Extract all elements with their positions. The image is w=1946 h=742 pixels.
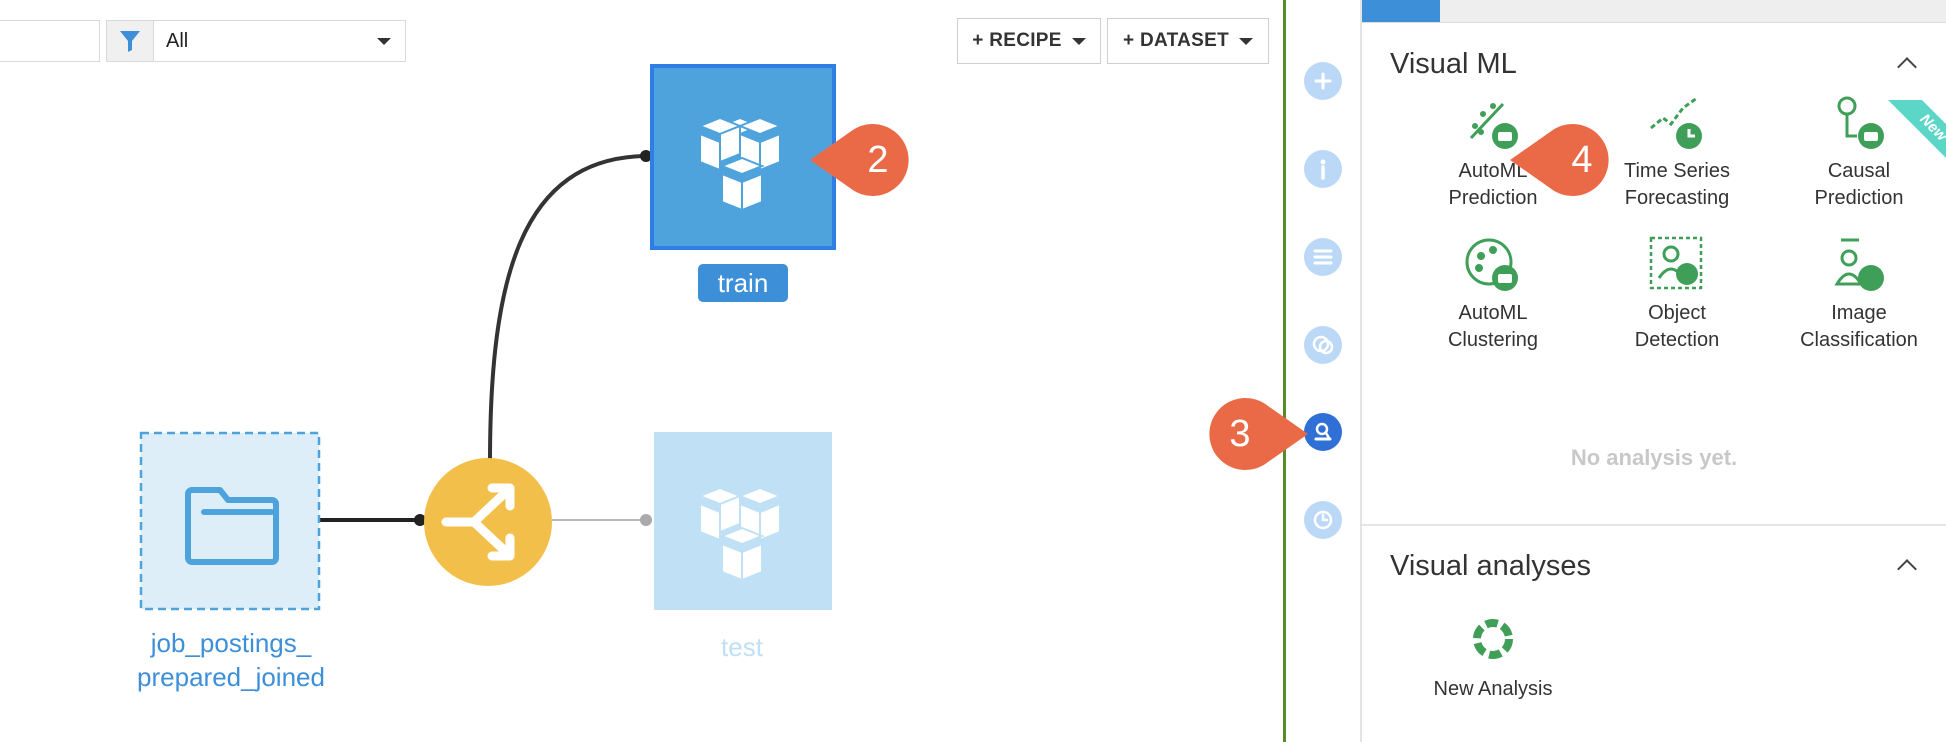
filter-icon <box>107 21 154 61</box>
ml-item-label: Prediction <box>1448 187 1538 209</box>
right-rail <box>1286 0 1360 742</box>
filter-value: All <box>166 29 189 52</box>
ml-item-label: Classification <box>1800 329 1918 351</box>
callout-3: 3 <box>1192 396 1312 477</box>
causal-prediction-icon <box>1774 90 1944 152</box>
callout-4: 4 <box>1506 122 1626 203</box>
ml-item-label: Clustering <box>1447 329 1539 351</box>
add-dataset-label: + DATASET <box>1123 30 1229 51</box>
time-series-icon <box>1592 90 1762 152</box>
panel-tab-active[interactable] <box>1362 0 1440 22</box>
flow-search-input[interactable] <box>0 20 100 62</box>
ml-item-label: Causal <box>1827 160 1891 182</box>
link-dot <box>414 514 426 526</box>
visual-ml-title: Visual ML <box>1390 48 1517 80</box>
details-button[interactable] <box>1304 150 1342 188</box>
rail-border <box>1283 0 1286 742</box>
list-icon <box>1313 249 1333 265</box>
link-split-to-train <box>488 154 647 463</box>
automl-clustering-button[interactable]: AutoML Clustering <box>1408 232 1578 354</box>
ml-item-label: Forecasting <box>1624 187 1730 209</box>
new-analysis-label: New Analysis <box>1433 678 1553 700</box>
add-recipe-label: + RECIPE <box>972 30 1062 51</box>
chat-icon <box>1312 335 1334 355</box>
automl-prediction-button[interactable]: AutoML Prediction <box>1408 90 1578 212</box>
test-label[interactable]: test <box>721 632 763 662</box>
chevron-down-icon <box>1071 37 1086 45</box>
split-icon <box>441 483 515 561</box>
split-recipe-node[interactable] <box>424 458 552 586</box>
ml-item-label: Detection <box>1634 329 1720 351</box>
test-dataset-node[interactable] <box>654 432 832 610</box>
clock-icon <box>1313 510 1333 530</box>
right-panel: Visual ML AutoML Prediction Time Series … <box>1362 0 1946 742</box>
lab-icon <box>1314 422 1332 441</box>
callout-2-number: 2 <box>867 139 888 181</box>
section-divider <box>1362 524 1946 526</box>
source-label-line1: job_postings_ <box>150 628 312 658</box>
callout-2: 2 <box>806 122 926 203</box>
no-analysis-message: No analysis yet. <box>1570 445 1738 470</box>
flow-filter-select[interactable]: All <box>106 20 406 62</box>
causal-prediction-button[interactable]: Causal Prediction <box>1774 90 1944 212</box>
new-analysis-button[interactable]: New Analysis <box>1408 614 1578 703</box>
timeline-button[interactable] <box>1304 501 1342 539</box>
add-dataset-button[interactable]: + DATASET <box>1107 18 1269 64</box>
ml-item-label: Object <box>1648 302 1706 324</box>
link-dot <box>640 514 652 526</box>
new-badge: New <box>1885 100 1946 176</box>
automl-prediction-icon <box>1408 90 1578 152</box>
new-analysis-icon <box>1408 614 1578 662</box>
folder-icon <box>185 487 279 565</box>
schema-button[interactable] <box>1304 238 1342 276</box>
automl-clustering-icon <box>1408 232 1578 294</box>
ml-item-label: Time Series <box>1624 160 1730 182</box>
flow-canvas[interactable]: All + RECIPE + DATASET job_postings_ pre… <box>0 0 1284 742</box>
image-classification-icon <box>1774 232 1944 294</box>
object-detection-icon <box>1592 232 1762 294</box>
ml-item-label: AutoML <box>1458 302 1528 324</box>
ml-item-label: AutoML <box>1458 160 1528 182</box>
chevron-down-icon <box>377 37 391 45</box>
info-icon <box>1320 159 1326 180</box>
chevron-up-icon[interactable] <box>1897 559 1917 579</box>
add-action-button[interactable] <box>1304 62 1342 100</box>
image-classification-button[interactable]: Image Classification <box>1774 232 1944 354</box>
dataset-cubes-icon <box>697 116 783 212</box>
visual-analyses-title: Visual analyses <box>1390 550 1591 582</box>
chevron-down-icon <box>1238 37 1253 45</box>
object-detection-button[interactable]: Object Detection <box>1592 232 1762 354</box>
ml-item-label: Prediction <box>1814 187 1904 209</box>
new-ribbon: New <box>1856 100 1946 190</box>
ml-item-label: Image <box>1831 302 1887 324</box>
panel-tabs <box>1362 0 1946 23</box>
source-folder-label[interactable]: job_postings_ prepared_joined <box>106 626 356 694</box>
chevron-up-icon[interactable] <box>1897 57 1917 77</box>
dataset-cubes-icon <box>697 486 783 582</box>
source-folder-node[interactable] <box>139 431 321 611</box>
plus-icon <box>1314 72 1332 90</box>
link-dot <box>640 150 652 162</box>
lab-button[interactable] <box>1304 413 1342 451</box>
add-recipe-button[interactable]: + RECIPE <box>957 18 1101 64</box>
train-label[interactable]: train <box>698 264 788 302</box>
callout-3-number: 3 <box>1229 413 1250 455</box>
time-series-forecasting-button[interactable]: Time Series Forecasting <box>1592 90 1762 212</box>
source-label-line2: prepared_joined <box>137 662 325 692</box>
discussions-button[interactable] <box>1304 326 1342 364</box>
rail-separator <box>1360 0 1362 742</box>
callout-4-number: 4 <box>1571 139 1592 181</box>
